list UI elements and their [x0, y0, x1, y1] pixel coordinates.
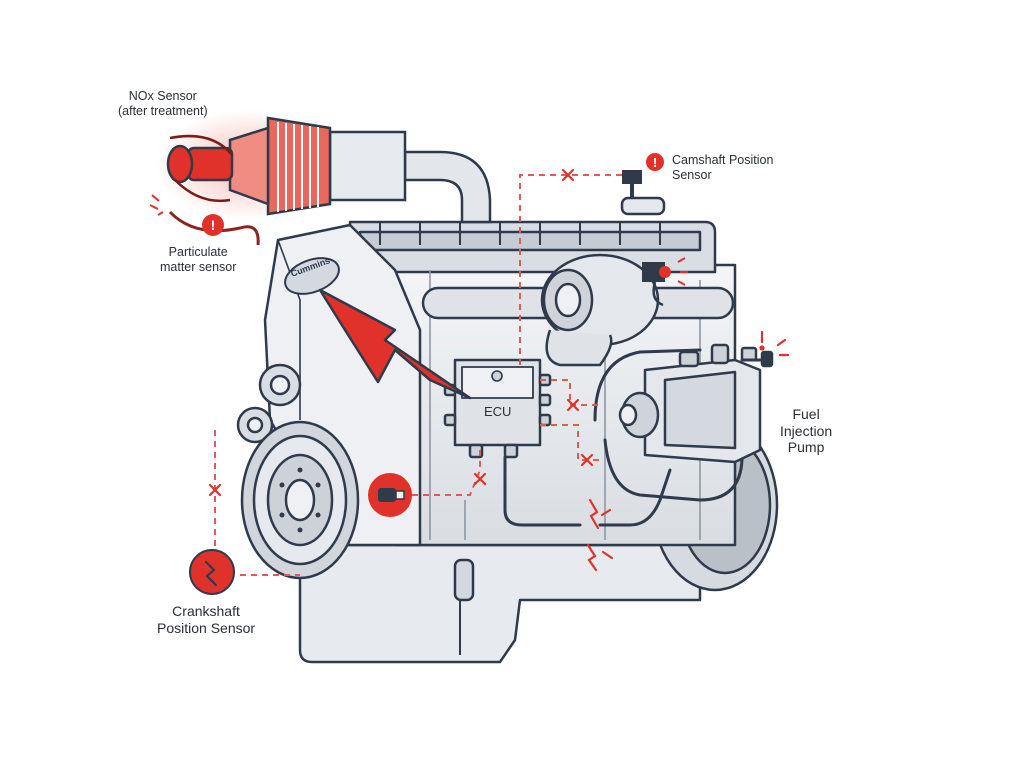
- oil-pan: [298, 543, 702, 664]
- crank-sensor-mount-icon: [368, 473, 412, 517]
- fuel-pump-label-line1: Fuel: [792, 406, 820, 422]
- nox-sensor-icon: [166, 134, 234, 203]
- pm-sensor-label: Particulate matter sensor: [160, 245, 236, 275]
- turbo-sensor-icon: [642, 257, 688, 307]
- svg-text:!: !: [653, 155, 657, 170]
- nox-sensor-label-line2: (after treatment): [118, 103, 208, 118]
- crank-sensor-callout-icon: [189, 549, 235, 595]
- fuel-pump-label: Fuel Injection Pump: [780, 406, 832, 456]
- broken-wire-spark-icon: [586, 498, 614, 572]
- ecu-module: [443, 358, 552, 459]
- crankshaft-sensor-label-line1: Crankshaft: [172, 603, 240, 619]
- fuel-pump-label-line3: Pump: [787, 439, 825, 456]
- wiring-harness: [503, 348, 764, 527]
- crankshaft-sensor-label: Crankshaft Position Sensor: [157, 603, 255, 636]
- nox-sensor-label: NOx Sensor (after treatment): [118, 89, 208, 119]
- camshaft-sensor-label-line2: Sensor: [672, 167, 712, 182]
- fuel-pump-label-line2: Injection: [780, 422, 833, 439]
- exhaust-pipe: [403, 150, 492, 224]
- camshaft-sensor-icon: !: [620, 153, 666, 216]
- svg-text:!: !: [211, 217, 216, 233]
- camshaft-sensor-label-line1: Camshaft Position: [672, 153, 774, 167]
- crank-pulley: [240, 420, 360, 580]
- fuel-pump-warning-icon: [759, 330, 790, 357]
- pm-sensor-label-line2: matter sensor: [160, 259, 237, 274]
- aftertreatment-canister: [155, 110, 407, 220]
- ecu-label: ECU: [484, 404, 512, 419]
- camshaft-sensor-label: Camshaft Position Sensor: [672, 153, 773, 183]
- brand-badge: [284, 257, 340, 295]
- pm-sensor-icon: !: [149, 194, 260, 246]
- nox-sensor-label-line1: NOx Sensor: [128, 89, 197, 103]
- pm-sensor-label-line1: Particulate: [168, 245, 228, 259]
- fault-x-marks: [208, 168, 594, 497]
- turbocharger: [540, 253, 660, 367]
- fault-lightning-icon: [318, 288, 472, 400]
- fuel-injection-pump: [618, 343, 774, 464]
- crankshaft-sensor-label-line2: Position Sensor: [157, 619, 256, 636]
